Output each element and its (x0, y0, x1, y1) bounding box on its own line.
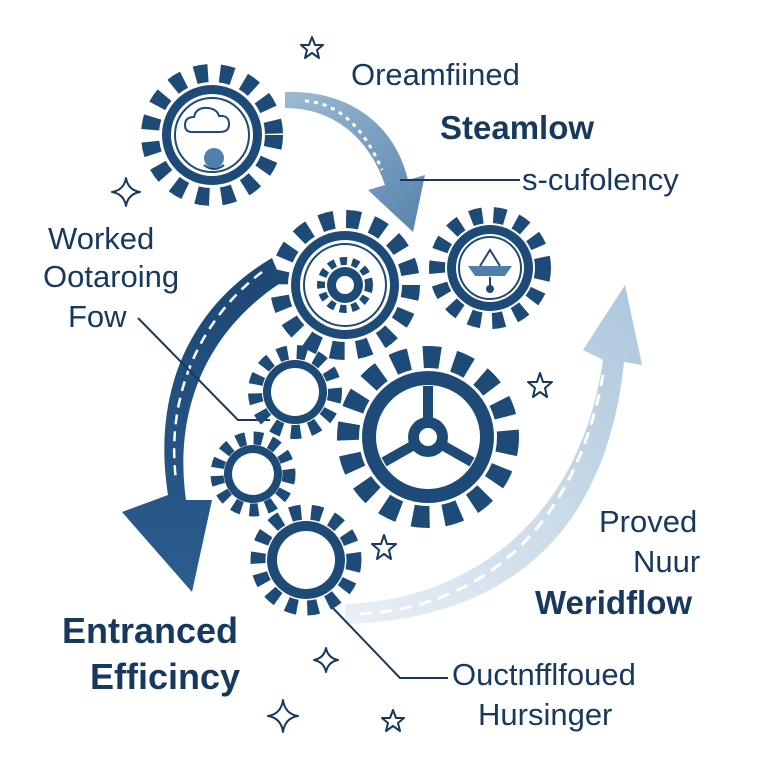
gear-top-left-icon (141, 64, 283, 206)
label-bottom-left-line2: Efficincy (90, 656, 241, 697)
star-icon (381, 709, 405, 732)
ship-icon (468, 248, 512, 293)
label-right-line1: Proved (599, 504, 698, 539)
left-down-arrow (122, 258, 282, 592)
hand-icon (203, 148, 225, 170)
gear-center-upper-icon (270, 210, 420, 360)
label-bottom-left-line1: Entranced (62, 610, 239, 651)
gear-small-middle-icon (248, 345, 342, 439)
sparkle-icon (313, 647, 339, 673)
label-top-right-line2: Steamlow (440, 109, 595, 146)
gear-small-left-icon (210, 431, 296, 517)
label-left-line1: Worked (48, 221, 155, 256)
label-top-right-line1: Oreamfiined (351, 57, 520, 92)
right-up-arrow (345, 285, 642, 624)
star-icon (527, 372, 553, 398)
gear-bottom-icon (250, 504, 362, 616)
top-curved-arrow (285, 91, 425, 232)
cloud-icon (183, 106, 231, 133)
label-left-line2: Ootaroing (43, 259, 180, 294)
label-right-line2: Nuur (633, 544, 701, 579)
label-top-right-line3: s-cufolency (522, 162, 679, 197)
label-right-line3: Weridflow (535, 584, 693, 621)
star-icon (300, 36, 324, 59)
label-left-line3: Fow (68, 299, 127, 334)
gear-large-center-icon (337, 346, 519, 528)
gear-right-icon (429, 207, 551, 329)
label-bottom-right-line1: Ouctnfflfoued (452, 657, 636, 692)
label-bottom-right-line2: Hursinger (478, 697, 613, 732)
star-icon (371, 534, 397, 560)
sparkle-icon (267, 699, 299, 733)
leader-line-bottom (329, 604, 448, 679)
sparkle-icon (111, 177, 141, 207)
